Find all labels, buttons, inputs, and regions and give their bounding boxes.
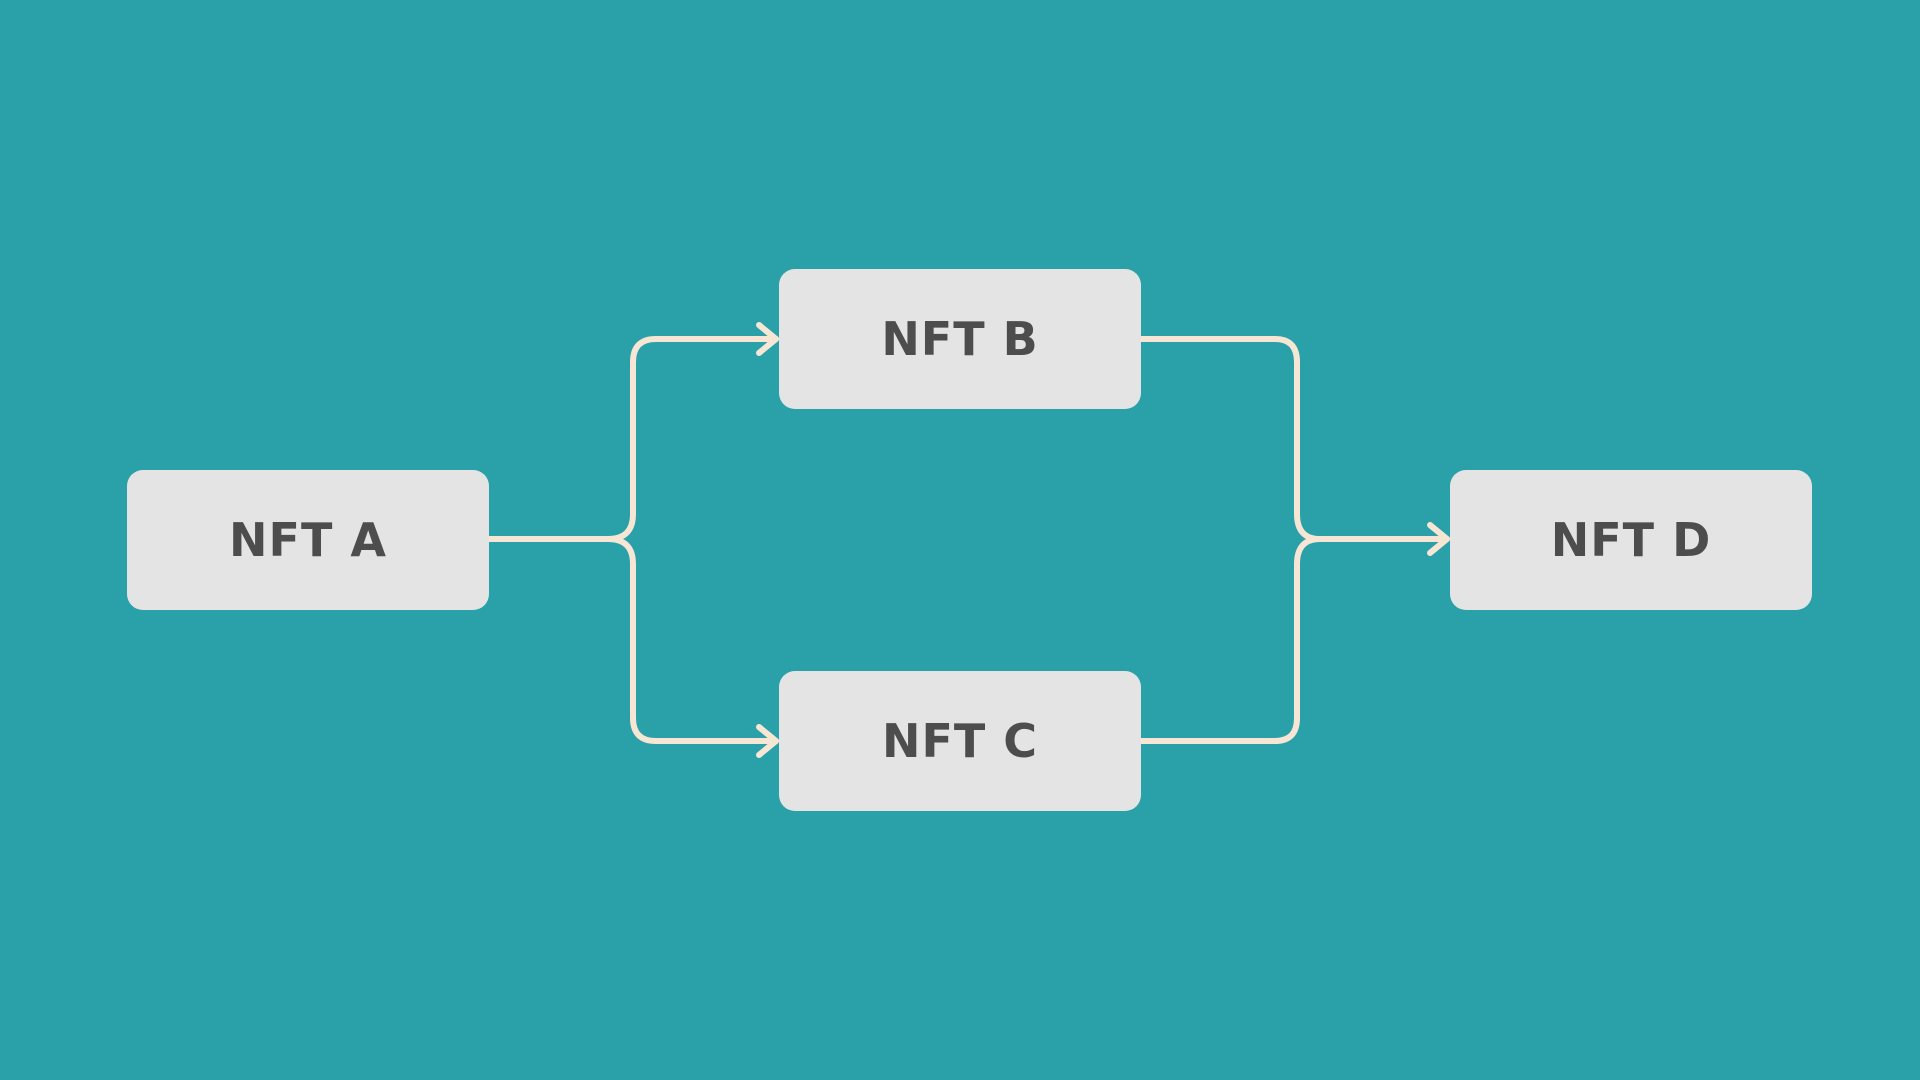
node-nft-c: NFT C	[779, 671, 1141, 811]
node-nft-b: NFT B	[779, 269, 1141, 409]
arrowhead-c-icon	[756, 724, 779, 758]
edge-c-to-d	[1138, 536, 1323, 744]
edge-a-to-b	[486, 336, 779, 542]
node-label: NFT D	[1550, 513, 1712, 567]
node-nft-d: NFT D	[1450, 470, 1812, 610]
arrowhead-b-icon	[756, 322, 779, 356]
edge-a-to-c	[605, 536, 779, 744]
node-nft-a: NFT A	[127, 470, 489, 610]
node-label: NFT C	[881, 714, 1039, 768]
edge-b-to-d	[1138, 336, 1450, 542]
arrowhead-d-icon	[1427, 522, 1450, 556]
node-label: NFT B	[881, 312, 1039, 366]
node-label: NFT A	[229, 513, 387, 567]
